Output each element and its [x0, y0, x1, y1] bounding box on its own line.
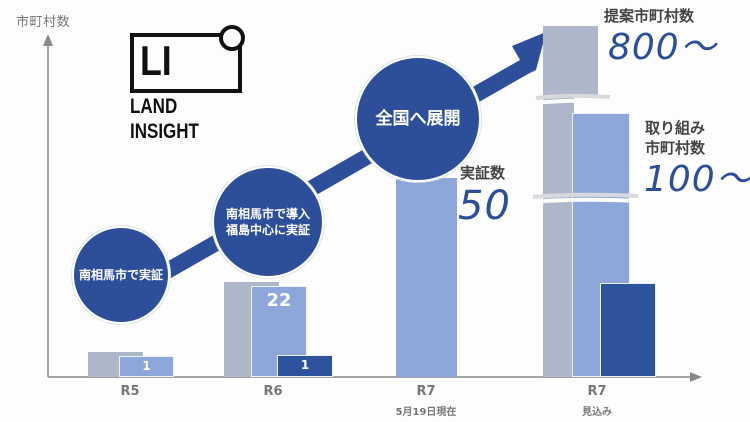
milestone-r6-line2: 福島中心に実証: [225, 223, 310, 237]
engaged-title-line2: 市町村数: [645, 139, 706, 158]
milestone-bubble-r7: 全国へ展開: [355, 56, 481, 182]
bar-r6-dark-value: 1: [300, 358, 310, 372]
logo-name: LAND INSIGHT: [130, 94, 199, 143]
bar-r5-light-value: 1: [142, 359, 151, 373]
milestone-r6-line1: 南相馬市で導入: [225, 206, 310, 221]
bar-r7-current-light: [396, 178, 457, 377]
x-subtick-r7-forecast: 見込み: [582, 407, 612, 418]
x-tick-r5: R5: [120, 384, 140, 399]
logo-mark-icon: [130, 25, 245, 93]
proposed-title: 提案市町村数: [604, 7, 695, 25]
bar-r6-light-value: 22: [266, 290, 292, 311]
x-tick-r7-current: R7: [416, 384, 436, 399]
bar-r5-light: [119, 356, 174, 377]
milestone-bubble-r6: 南相馬市で導入 福島中心に実証: [212, 166, 324, 278]
x-tick-r7-forecast: R7: [587, 384, 607, 399]
x-tick-r6: R6: [263, 384, 283, 399]
y-axis-label: 市町村数: [16, 15, 71, 30]
proposed-value: 800〜: [608, 27, 717, 68]
land-insight-logo: LI LAND INSIGHT: [130, 24, 248, 143]
engaged-title-line1: 取り組み: [645, 119, 706, 137]
bar-r7-forecast-dark: [600, 283, 656, 377]
r7-current-title: 実証数: [460, 164, 506, 182]
engaged-value: 100〜: [644, 159, 750, 200]
r7-current-value: 50: [458, 183, 511, 229]
milestone-r7-label: 全国へ展開: [375, 108, 461, 129]
milestone-bubble-r5: 南相馬市で実証: [72, 226, 170, 324]
logo-mark-text: LI: [140, 37, 172, 84]
x-subtick-r7-current: 5月19日現在: [395, 407, 457, 418]
milestone-r5-label: 南相馬市で実証: [78, 267, 163, 282]
bar-r6-dark: [277, 355, 333, 377]
bar-r7-forecast-gray-top: [543, 26, 598, 96]
engaged-title: 取り組み 市町村数: [645, 118, 705, 159]
